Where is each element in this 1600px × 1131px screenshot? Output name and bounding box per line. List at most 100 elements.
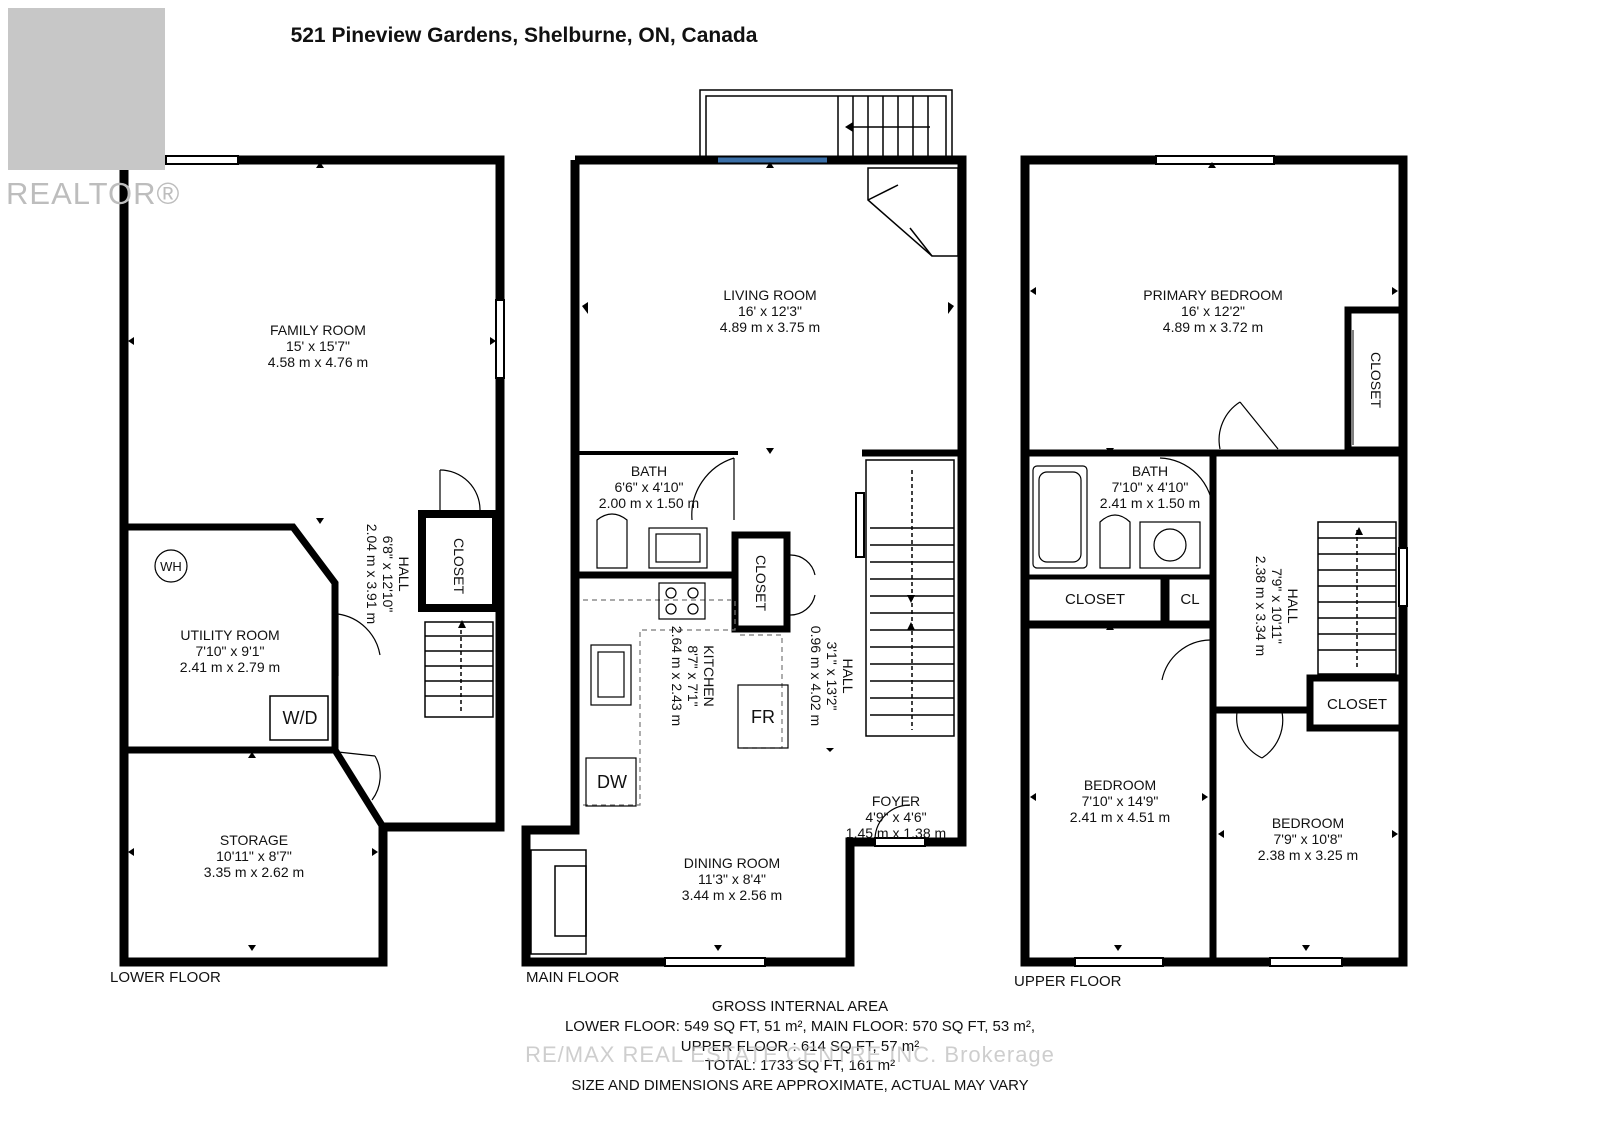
fixture-label-dw: DW: [597, 772, 627, 792]
room-metric: 2.41 m x 4.51 m: [1069, 809, 1171, 825]
room-name: STORAGE: [219, 832, 289, 848]
room-metric: 2.41 m x 1.50 m: [1099, 495, 1201, 511]
room-name: BATH: [630, 463, 668, 479]
room-name: HALL: [396, 556, 412, 592]
footer-line-2: UPPER FLOOR : 614 SQ FT, 57 m²: [680, 1038, 920, 1055]
room-imperial: 10'11" x 8'7": [216, 848, 292, 864]
room-label-bedroom-1: BEDROOM 7'10" x 14'9" 2.41 m x 4.51 m: [1035, 777, 1205, 825]
main-floor-windows: [664, 492, 926, 967]
room-name: BEDROOM: [1083, 777, 1157, 793]
lower-floor-doors: [337, 469, 481, 801]
main-floor-walls: [521, 155, 967, 967]
lower-floor-stairs: [424, 621, 494, 718]
realtor-logo: REALTOR®: [0, 0, 230, 230]
footer-line-1: LOWER FLOOR: 549 SQ FT, 51 m², MAIN FLOO…: [564, 1018, 1036, 1035]
fixture-label-wh: WH: [160, 559, 182, 574]
room-name: FOYER: [871, 793, 921, 809]
brokerage-watermark: RE/MAX REAL ESTATE CENTRE INC. Brokerage: [525, 1042, 1055, 1067]
room-imperial: 3'1" x 13'2": [824, 641, 840, 711]
room-label-upper-bath: BATH 7'10" x 4'10" 2.41 m x 1.50 m: [1090, 463, 1210, 511]
room-name: BEDROOM: [1271, 815, 1345, 831]
room-label-lower-closet: CLOSET: [451, 526, 467, 606]
room-name: DINING ROOM: [683, 855, 781, 871]
upper-floor-doors: [1045, 330, 1354, 759]
room-name: CLOSET: [451, 537, 467, 594]
dimension-markers: [128, 122, 1398, 951]
room-label-primary-closet: CLOSET: [1368, 340, 1384, 420]
main-bath-fixtures: [596, 457, 735, 569]
room-imperial: 7'9" x 10'11": [1269, 568, 1285, 644]
upper-floor-windows: [1074, 155, 1408, 967]
room-metric: 4.89 m x 3.75 m: [719, 319, 821, 335]
upper-floor-stairs: [1317, 521, 1397, 675]
room-label-foyer: FOYER 4'9" x 4'6" 1.45 m x 1.38 m: [836, 793, 956, 841]
room-label-kitchen: KITCHEN 8'7" x 7'1" 2.64 m x 2.43 m: [669, 616, 717, 736]
upper-bath-fixtures: [1032, 465, 1201, 569]
page-title: 521 Pineview Gardens, Shelburne, ON, Can…: [290, 24, 758, 47]
room-label-main-bath: BATH 6'6" x 4'10" 2.00 m x 1.50 m: [589, 463, 709, 511]
floor-label-lower: LOWER FLOOR: [110, 969, 221, 986]
room-label-utility-room: UTILITY ROOM 7'10" x 9'1" 2.41 m x 2.79 …: [140, 627, 320, 675]
footer-heading: GROSS INTERNAL AREA: [711, 998, 889, 1015]
floor-label-main: MAIN FLOOR: [526, 969, 620, 986]
room-imperial: 7'10" x 14'9": [1081, 793, 1159, 809]
footer-line-3: TOTAL: 1733 SQ FT, 161 m²: [704, 1057, 896, 1074]
room-metric: 4.89 m x 3.72 m: [1162, 319, 1264, 335]
room-name: CLOSET: [1326, 696, 1387, 713]
floor-label-upper: UPPER FLOOR: [1014, 973, 1122, 990]
room-metric: 2.00 m x 1.50 m: [598, 495, 700, 511]
fireplace-dining: [530, 849, 587, 955]
room-name: CLOSET: [753, 554, 769, 611]
room-label-cl: CL: [1170, 592, 1210, 608]
room-metric: 2.64 m x 2.43 m: [669, 625, 685, 727]
lower-floor-walls: [119, 155, 505, 967]
room-metric: 0.96 m x 4.02 m: [808, 625, 824, 727]
room-name: BATH: [1131, 463, 1169, 479]
room-metric: 3.44 m x 2.56 m: [681, 887, 783, 903]
room-imperial: 16' x 12'2": [1180, 303, 1246, 319]
room-label-main-closet: CLOSET: [753, 543, 769, 623]
realtor-logo-text: REALTOR®: [6, 176, 181, 211]
room-imperial: 16' x 12'3": [737, 303, 803, 319]
room-label-bedroom-2: BEDROOM 7'9" x 10'8" 2.38 m x 3.25 m: [1223, 815, 1393, 863]
room-metric: 2.41 m x 2.79 m: [179, 659, 281, 675]
room-name: CL: [1180, 591, 1200, 608]
room-label-family-room: FAMILY ROOM 15' x 15'7" 4.58 m x 4.76 m: [228, 322, 408, 370]
room-name: FAMILY ROOM: [270, 322, 366, 338]
room-imperial: 8'7" x 7'1": [685, 645, 701, 707]
room-label-living-room: LIVING ROOM 16' x 12'3" 4.89 m x 3.75 m: [680, 287, 860, 335]
washer-dryer-symbol: [269, 695, 329, 741]
lower-floor-windows: [165, 155, 505, 379]
room-label-main-hall: HALL 3'1" x 13'2" 0.96 m x 4.02 m: [808, 616, 856, 736]
room-name: CLOSET: [1368, 351, 1384, 408]
room-imperial: 11'3" x 8'4": [698, 871, 766, 887]
room-imperial: 6'8" x 12'10": [380, 535, 396, 613]
fixture-label-wd: W/D: [282, 708, 318, 728]
room-metric: 2.04 m x 3.91 m: [364, 523, 380, 625]
room-label-lower-hall: HALL 6'8" x 12'10" 2.04 m x 3.91 m: [364, 514, 412, 634]
room-metric: 2.38 m x 3.34 m: [1253, 555, 1269, 657]
room-name: HALL: [1285, 588, 1301, 624]
room-name: KITCHEN: [701, 645, 717, 707]
room-name: CLOSET: [1064, 591, 1125, 608]
room-imperial: 15' x 15'7": [285, 338, 351, 354]
room-name: UTILITY ROOM: [180, 627, 280, 643]
room-metric: 3.35 m x 2.62 m: [203, 864, 305, 880]
room-metric: 1.45 m x 1.38 m: [845, 825, 947, 841]
room-imperial: 6'6" x 4'10": [614, 479, 684, 495]
room-label-dining-room: DINING ROOM 11'3" x 8'4" 3.44 m x 2.56 m: [642, 855, 822, 903]
room-metric: 4.58 m x 4.76 m: [267, 354, 369, 370]
room-imperial: 7'9" x 10'8": [1273, 831, 1343, 847]
room-name: PRIMARY BEDROOM: [1143, 287, 1283, 303]
realtor-logo-mark: [8, 8, 165, 170]
room-imperial: 7'10" x 4'10": [1111, 479, 1189, 495]
main-floor-doors: [789, 554, 911, 839]
balcony-deck: [699, 89, 953, 161]
room-label-storage: STORAGE 10'11" x 8'7" 3.35 m x 2.62 m: [164, 832, 344, 880]
water-heater-symbol: [154, 549, 188, 583]
room-name: HALL: [840, 658, 856, 694]
kitchen-appliances: [585, 582, 789, 807]
room-metric: 2.38 m x 3.25 m: [1257, 847, 1359, 863]
room-label-primary-bedroom: PRIMARY BEDROOM 16' x 12'2" 4.89 m x 3.7…: [1123, 287, 1303, 335]
